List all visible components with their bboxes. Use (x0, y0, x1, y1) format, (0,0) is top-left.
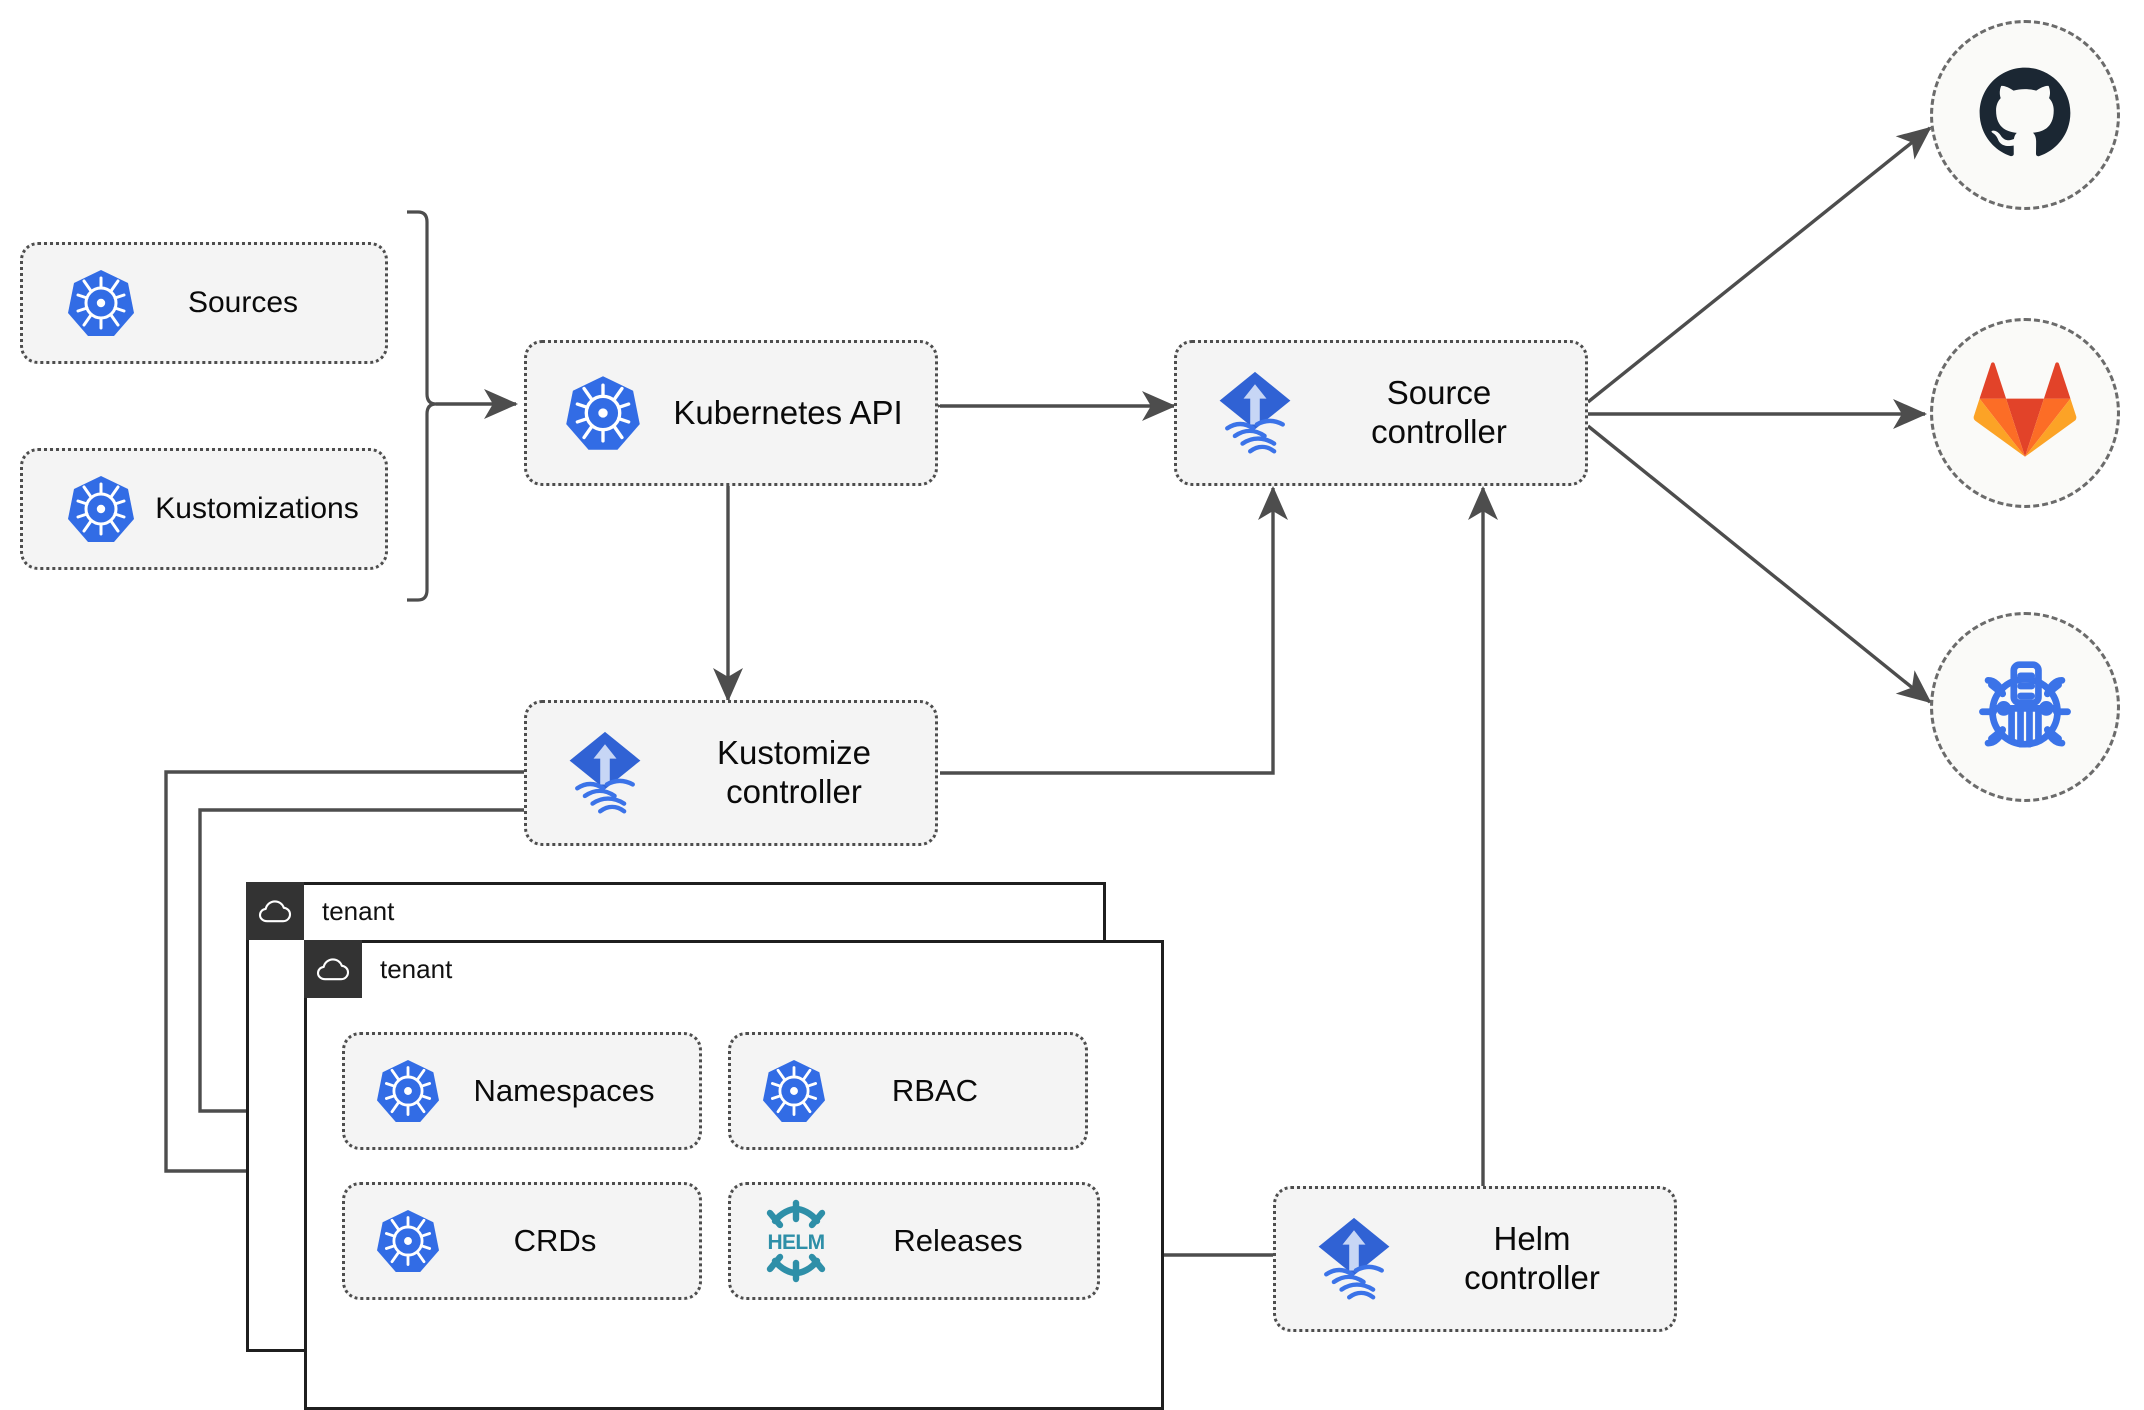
kubernetes-icon (365, 1058, 451, 1124)
tenant-header: tenant (304, 940, 452, 998)
helm-repository-icon (1969, 649, 2081, 766)
kubernetes-icon (53, 474, 149, 544)
helm-controller-node[interactable]: Helm controller (1273, 1186, 1677, 1332)
kubernetes-icon (365, 1208, 451, 1274)
repository-helm[interactable] (1930, 612, 2120, 802)
tenant-object-releases[interactable]: HELM Releases (728, 1182, 1100, 1300)
repository-github[interactable] (1930, 20, 2120, 210)
tenant-object-label: Releases (893, 1222, 1023, 1258)
tenant-object-label: CRDs (513, 1222, 597, 1258)
tenant-object-namespaces[interactable]: Namespaces (342, 1032, 702, 1150)
tenant-object-crds[interactable]: CRDs (342, 1182, 702, 1300)
tenant-object-rbac[interactable]: RBAC (728, 1032, 1088, 1150)
kustomize-controller-node[interactable]: Kustomize controller (524, 700, 938, 846)
resource-card-label: Kustomizations (155, 492, 359, 526)
flux-icon (1298, 1215, 1410, 1303)
edge-kustomize-to-tenant-1 (164, 770, 524, 1186)
source-controller-label: Source controller (1371, 374, 1507, 450)
edge-source-to-github (1586, 126, 1932, 404)
source-controller-node[interactable]: Source controller (1174, 340, 1588, 486)
kubernetes-api-node[interactable]: Kubernetes API (524, 340, 938, 486)
kubernetes-icon (549, 374, 657, 452)
tenant-object-label: RBAC (891, 1072, 979, 1108)
tenant-label: tenant (322, 895, 395, 926)
resource-card-label: Sources (187, 286, 299, 320)
kubernetes-icon (53, 268, 149, 338)
tenant-header: tenant (246, 882, 394, 940)
resource-card-kustomizations[interactable]: Kustomizations (20, 448, 388, 570)
edge-resources-brace (407, 210, 437, 602)
tenant-object-label: Namespaces (473, 1072, 655, 1108)
tenant-label: tenant (380, 953, 453, 984)
cloud-icon (304, 940, 362, 998)
kubernetes-api-label: Kubernetes API (673, 393, 903, 431)
repository-gitlab[interactable] (1930, 318, 2120, 508)
svg-text:HELM: HELM (767, 1231, 824, 1254)
tenant-container-inner: tenant (304, 940, 1164, 1410)
flux-icon (1199, 369, 1311, 457)
cloud-icon (246, 882, 304, 940)
helm-icon: HELM (747, 1199, 845, 1283)
resource-card-sources[interactable]: Sources (20, 242, 388, 364)
flux-icon (549, 729, 661, 817)
kustomize-controller-label: Kustomize controller (716, 734, 872, 810)
github-icon (1971, 59, 2079, 172)
helm-controller-label: Helm controller (1464, 1220, 1600, 1296)
edge-kustomize-to-source (940, 485, 1288, 775)
gitlab-icon (1973, 361, 2077, 466)
kubernetes-icon (751, 1058, 837, 1124)
edge-source-to-helmrepo (1586, 424, 1932, 704)
